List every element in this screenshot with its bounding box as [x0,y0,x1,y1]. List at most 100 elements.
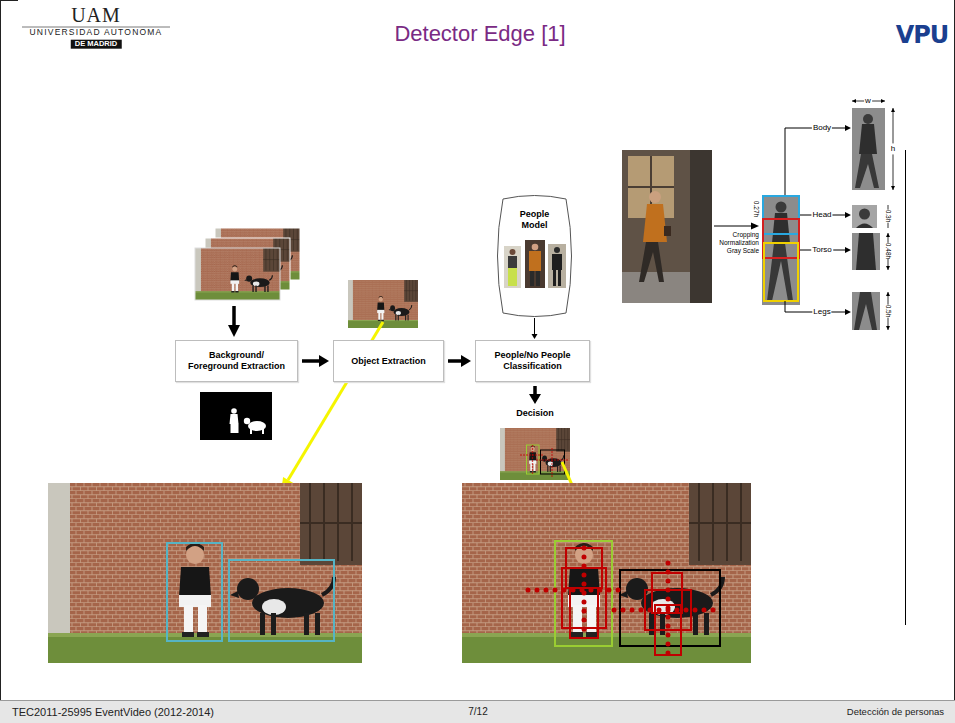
part-label: Legs [812,307,831,316]
divider-line [905,150,906,625]
object-thumbnail [348,280,418,328]
people-model-samples [508,256,517,268]
connector [448,355,471,367]
people-model-samples [529,251,541,271]
decision-thumbnail [500,428,570,480]
cropped-pedestrian [767,243,793,301]
dimension-label: 0.3h [884,210,891,223]
footer-text: Detección de personas [847,707,944,718]
slide-frame [954,0,955,701]
classification-result-photo [528,548,722,660]
legs-crop [854,292,877,330]
part-label: Body [812,123,832,132]
logo-text: VPU [896,22,949,50]
cropped-pedestrian [776,202,787,213]
head-crop [859,209,870,220]
logo-text: UAM [71,4,121,27]
slide-frame [0,0,18,1]
lens-outline [498,196,572,317]
connector-line [533,386,537,394]
decision-output: Decision [495,408,575,482]
dimension-line [891,108,895,190]
people-model-samples [504,240,566,288]
footer-band [0,700,955,701]
people-model-samples [504,246,521,288]
cropped-pedestrian [763,219,799,258]
people-model-samples [554,247,560,253]
pedestrian-photo [664,226,671,236]
arrowhead [319,355,329,367]
flow-arrow [228,325,240,337]
cropping-arrow [714,226,752,227]
people-model-samples [525,240,545,288]
node-text: People/No People Classification [486,350,579,372]
people-model-samples [552,254,562,286]
pedestrian-photo [639,242,664,282]
process-box: Object Extraction [333,340,444,382]
foreground-mask [200,392,272,440]
decision-thumbnail [521,446,568,477]
pedestrian-photo [622,150,712,303]
legs-crop [852,292,880,330]
object-thumbnail [348,280,418,328]
extraction-result-photo [229,560,334,641]
body-crop [852,108,885,190]
foreground-mask [200,392,272,440]
cropped-pedestrian [762,195,800,305]
footer-band [0,701,955,723]
extraction-result-photo [167,543,222,641]
body-crop [852,108,885,190]
people-model-samples [532,244,539,251]
foreground-mask [230,414,239,433]
legs-crop [852,292,880,330]
pedestrian-photo [643,204,667,242]
dimension-line [852,99,895,330]
foreground-mask [231,408,237,414]
divider-line [905,150,906,625]
process-box: Background/ Foreground Extraction [175,340,298,382]
body-crop [863,114,873,124]
extraction-result-photo [48,483,362,663]
dimension-label: h [891,143,895,154]
slide-title: Detector Edge [1] [394,21,565,46]
node-text: People Model [513,209,556,231]
pedestrian-photo [690,150,712,303]
part-leader-line [785,125,851,315]
people-model-samples [510,249,516,255]
cropping-arrow [714,223,759,230]
foreground-mask [250,429,264,434]
connector [532,318,538,339]
pedestrian-photo [622,150,712,303]
connector [302,355,329,367]
logo-text: DE MADRID [71,40,122,49]
slide-frame [0,0,955,701]
node-text: Decision [495,408,575,419]
people-model-samples [508,268,517,286]
pedestrian-photo [649,191,661,203]
cropped-pedestrian [764,243,798,301]
dimension-label: w [864,96,872,105]
model-lens: People Model [497,195,572,317]
torso-crop [852,233,880,270]
connector [529,386,541,404]
arrowhead [529,394,541,404]
cropped-pedestrian [762,195,800,305]
cropped-pedestrian [763,196,799,234]
cropping-arrow [751,223,759,230]
node-text: Background/ Foreground Extraction [186,350,287,372]
footer-band [0,701,955,723]
people-model-samples [530,271,540,286]
head-crop [856,224,873,229]
page-number: 7/12 [468,706,487,718]
torso-crop [856,233,876,270]
body-crop [855,154,879,188]
part-leader-line [845,125,851,315]
node-text: Object Extraction [351,356,426,367]
head-crop [852,205,877,228]
input-frame-stack [195,228,300,300]
connector-line [448,359,461,363]
logo-text: UNIVERSIDAD AUTONOMA [30,28,163,38]
footer-text: TEC2011-25995 EventVideo (2012-2014) [12,706,214,719]
torso-crop [852,233,880,270]
process-box: People/No People Classification [475,340,590,382]
